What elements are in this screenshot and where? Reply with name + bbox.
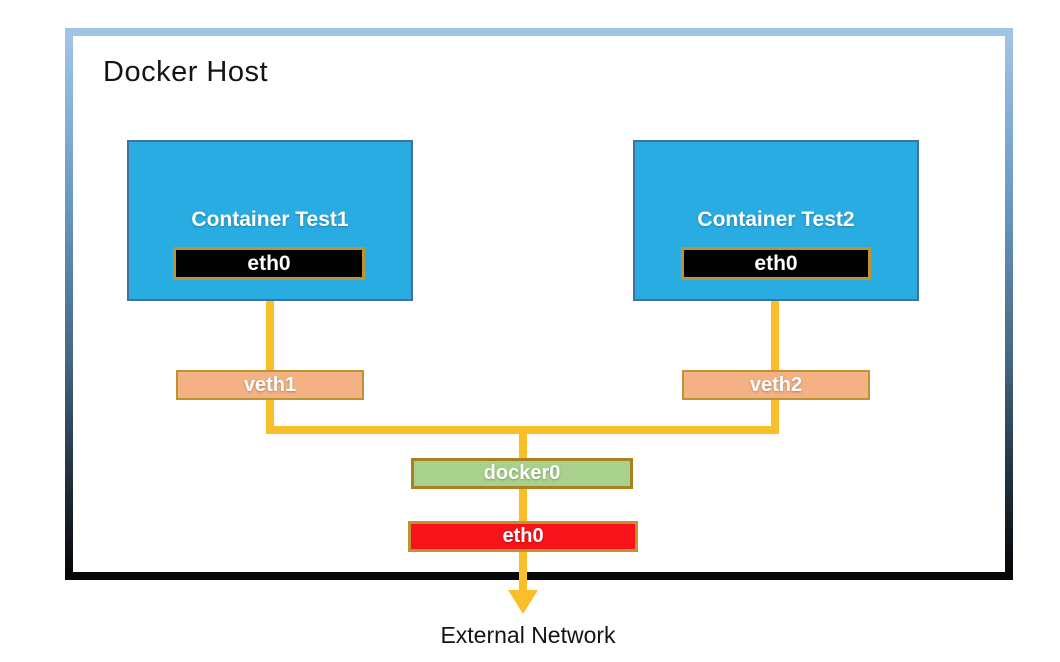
veth2-link-line xyxy=(771,278,779,434)
container-test1-eth0-box: eth0 xyxy=(173,247,365,280)
veth1-label: veth1 xyxy=(243,373,297,396)
host-eth0-label: eth0 xyxy=(502,525,544,547)
docker-host-title: Docker Host xyxy=(103,56,269,88)
down-arrow-icon xyxy=(508,590,538,614)
docker0-bridge-label: docker0 xyxy=(483,462,561,484)
container-test2-label: Container Test2 xyxy=(697,208,855,231)
container-test2-eth0-label: eth0 xyxy=(754,251,798,275)
container-test2-eth0-box: eth0 xyxy=(681,247,871,280)
veth1-link-line xyxy=(266,278,274,434)
external-link-line xyxy=(519,430,527,592)
docker-host-box: Docker Host xyxy=(65,28,1013,580)
container-test1-eth0-label: eth0 xyxy=(247,251,291,275)
docker0-bridge-box: docker0 xyxy=(411,458,633,489)
veth1-box: veth1 xyxy=(176,370,364,400)
veth2-box: veth2 xyxy=(682,370,870,400)
veth2-label: veth2 xyxy=(749,373,803,396)
external-network-label: External Network xyxy=(440,622,616,648)
host-eth0-box: eth0 xyxy=(408,521,638,552)
container-test1-label: Container Test1 xyxy=(191,208,349,231)
